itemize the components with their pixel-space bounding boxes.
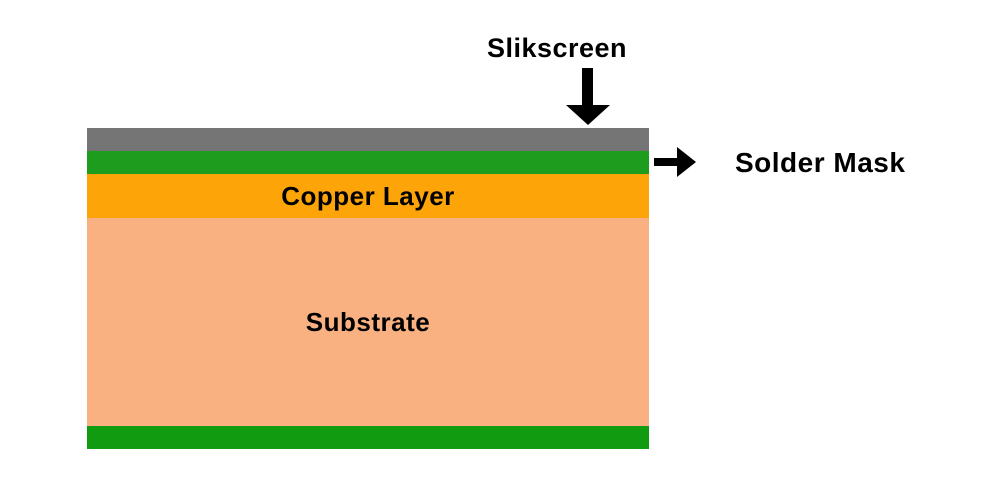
layer-solder-mask-top	[87, 151, 649, 174]
layer-copper: Copper Layer	[87, 174, 649, 218]
right-arrow-head-icon	[677, 147, 696, 177]
layer-substrate: Substrate	[87, 218, 649, 426]
layer-label-copper: Copper Layer	[281, 180, 455, 211]
silkscreen-label: Slikscreen	[486, 33, 628, 63]
solder-mask-label: Solder Mask	[735, 147, 906, 178]
layer-solder-mask-bottom	[87, 426, 649, 449]
layer-silkscreen	[87, 128, 649, 151]
down-arrow-head-icon	[566, 105, 610, 125]
right-arrow-icon	[654, 158, 679, 166]
layer-label-substrate: Substrate	[305, 306, 431, 337]
down-arrow-icon	[582, 68, 593, 106]
